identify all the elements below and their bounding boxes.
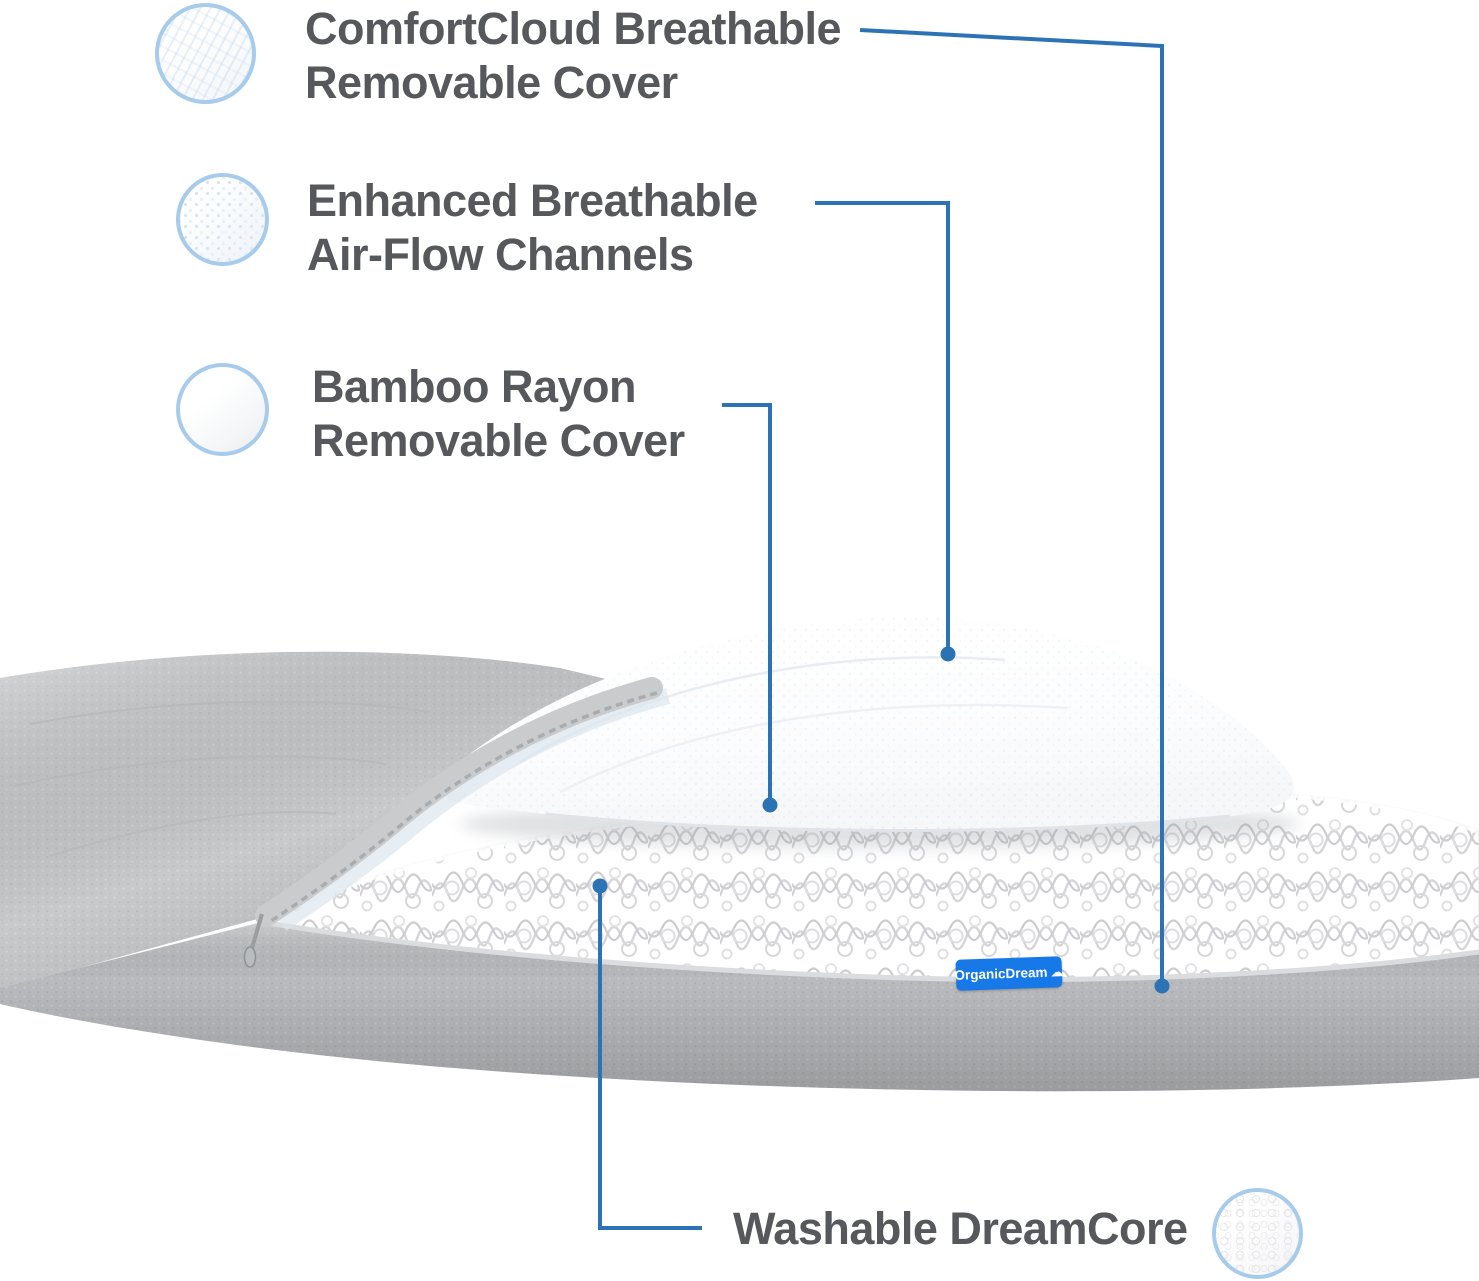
leader-line-4	[598, 886, 702, 1230]
brand-tag-label: OrganicDream	[954, 964, 1048, 983]
brand-tag: OrganicDream ☁	[954, 956, 1064, 991]
zipper-teeth	[270, 691, 658, 923]
leader-line-2	[815, 201, 950, 652]
callout-label-comfortcloud: ComfortCloud Breathable Removable Cover	[305, 3, 842, 108]
dreamcore-swatch-icon	[1212, 1188, 1303, 1279]
leader-line-1	[859, 28, 1164, 984]
piping-seam	[261, 919, 1479, 983]
unzipped-cover-edge	[243, 677, 671, 968]
leader-dot-2	[940, 646, 956, 662]
leader-line-3	[722, 403, 772, 803]
comfortcloud-swatch-icon	[155, 3, 256, 104]
leader-dot-3	[762, 797, 778, 813]
leader-dots	[592, 646, 1170, 994]
callout-label-dreamcore: Washable DreamCore	[733, 1203, 1188, 1254]
leader-dot-1	[1154, 978, 1170, 994]
gray-cover-top	[0, 651, 652, 990]
zipper-pull	[243, 913, 264, 968]
callout-label-bamboo: Bamboo Rayon Removable Cover	[312, 361, 685, 466]
bamboo-swatch-icon	[176, 363, 269, 456]
gray-side-band	[0, 919, 1479, 1092]
leader-lines	[598, 28, 1164, 1230]
cloud-icon: ☁	[1050, 964, 1064, 980]
callout-label-airflow: Enhanced Breathable Air-Flow Channels	[307, 175, 758, 280]
airflow-mesh-layer	[432, 616, 1294, 832]
airflow-swatch-icon	[176, 173, 269, 266]
leader-dot-4	[592, 878, 608, 894]
